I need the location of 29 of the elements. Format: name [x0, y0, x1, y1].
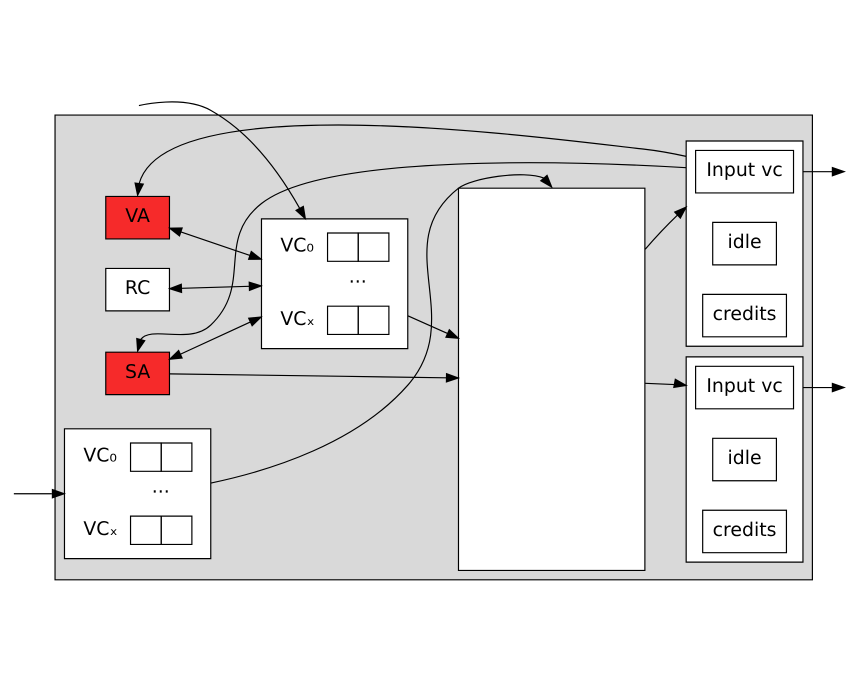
arrow: [408, 315, 460, 340]
node-box: [458, 188, 646, 571]
arrow: [802, 382, 846, 393]
node-box: SA: [105, 352, 170, 396]
arrow: [170, 372, 460, 383]
arrow: [168, 281, 263, 294]
arrow: [168, 227, 263, 260]
node-box: VC₀ ··· VCₓ: [260, 218, 408, 350]
arrow: [138, 101, 306, 220]
arrow: [136, 162, 686, 353]
node-box: idle: [712, 222, 777, 266]
arrow: [210, 174, 553, 484]
arrow: [168, 316, 263, 360]
arrow: [644, 206, 688, 250]
node-box: Input vc: [695, 366, 794, 410]
cluster: [686, 140, 804, 347]
arrow: [802, 166, 846, 177]
arrow: [134, 124, 686, 198]
node-box: credits: [702, 510, 788, 554]
arrow: [14, 488, 66, 499]
arrow: [645, 378, 688, 388]
cluster: [686, 356, 804, 563]
node-box: VC₀ ··· VCₓ: [64, 428, 212, 560]
node-box: credits: [702, 294, 788, 338]
node-box: VA: [105, 196, 170, 240]
node-box: Input vc: [695, 150, 794, 194]
node-box: idle: [712, 438, 777, 482]
node-box: RC: [105, 268, 170, 312]
cluster: [54, 114, 813, 580]
